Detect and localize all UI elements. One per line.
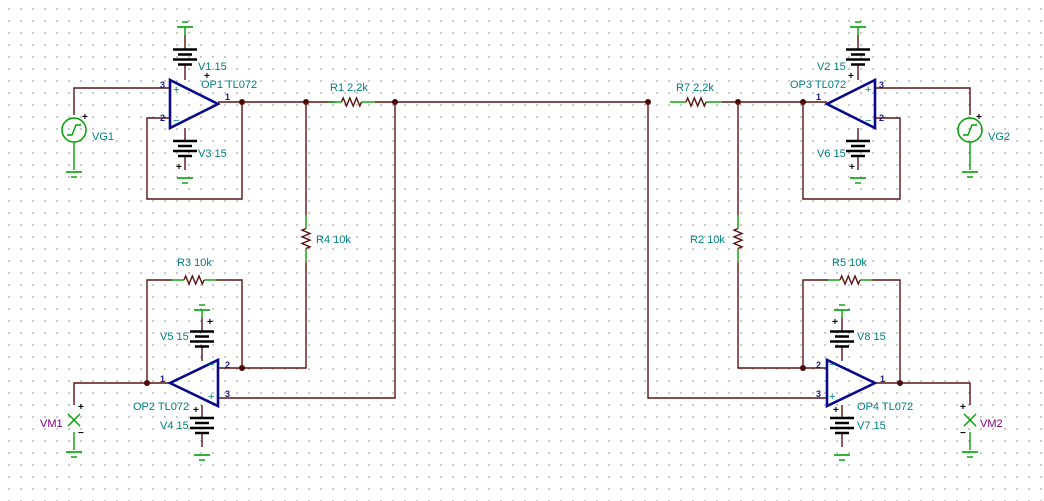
v7-plus: + <box>833 405 839 416</box>
label-r3: R3 10k <box>177 257 212 269</box>
wire[interactable] <box>875 87 971 115</box>
v1-plus: + <box>204 71 210 82</box>
op1-minus: − <box>173 115 179 127</box>
label-v5: V5 15 <box>160 331 189 343</box>
label-v8: V8 15 <box>857 331 886 343</box>
op4-pin2: 2 <box>816 360 821 370</box>
label-op2: OP2 TL072 <box>133 401 189 413</box>
vm1-voltmeter-icon <box>67 413 81 427</box>
vg2-step-icon <box>963 124 977 136</box>
wire[interactable] <box>73 382 170 405</box>
wire[interactable] <box>802 102 901 200</box>
wire[interactable] <box>218 102 396 399</box>
label-op4: OP4 TL072 <box>857 401 913 413</box>
label-vg2: VG2 <box>988 131 1010 143</box>
op4-pin1: 1 <box>880 374 885 384</box>
label-v7: V7 15 <box>857 420 886 432</box>
op4-plus: + <box>829 391 835 403</box>
op1-plus: + <box>173 84 179 96</box>
op3-pin1: 1 <box>816 92 821 102</box>
wire[interactable] <box>218 262 307 369</box>
op3-pin3: 3 <box>879 80 884 90</box>
op2-minus: − <box>208 359 214 371</box>
op2-opamp-icon[interactable] <box>166 357 220 409</box>
op3-minus: − <box>865 115 871 127</box>
label-r7: R7 2,2k <box>676 82 714 94</box>
wire[interactable] <box>802 279 828 368</box>
op4-minus: − <box>829 359 835 371</box>
vm1-minus: − <box>78 428 84 439</box>
wire[interactable] <box>73 87 170 115</box>
op1-pin2: 2 <box>160 113 165 123</box>
v5-plus: + <box>207 317 213 328</box>
vm2-voltmeter-icon <box>963 413 977 427</box>
op2-pin3: 3 <box>225 389 230 399</box>
op4-opamp-icon[interactable] <box>825 357 879 409</box>
r3[interactable] <box>183 274 205 286</box>
op3-plus: + <box>865 84 871 96</box>
r4[interactable] <box>300 227 312 250</box>
op2-pin1: 1 <box>160 374 165 384</box>
label-op3: OP3 TL072 <box>790 79 846 91</box>
v6-plus: + <box>849 162 855 173</box>
op1-pin3: 3 <box>160 80 165 90</box>
label-v4: V4 15 <box>160 420 189 432</box>
v8-plus: + <box>832 317 838 328</box>
label-v1: V1 15 <box>198 61 227 73</box>
vm1-plus: + <box>78 402 84 413</box>
label-vg1: VG1 <box>92 131 114 143</box>
op2-plus: + <box>208 391 214 403</box>
vg2-plus: + <box>976 112 982 123</box>
r2[interactable] <box>732 227 744 250</box>
r7[interactable] <box>685 96 707 108</box>
label-op1: OP1 TL072 <box>201 79 257 91</box>
op1-pin1: 1 <box>225 92 230 102</box>
wire[interactable] <box>872 279 901 383</box>
label-v6: V6 15 <box>817 148 846 160</box>
wire[interactable] <box>146 102 243 200</box>
label-r2: R2 10k <box>690 234 725 246</box>
junction-dot <box>239 99 245 105</box>
vm2-minus: − <box>960 428 966 439</box>
r1[interactable] <box>340 96 363 108</box>
label-v2: V2 15 <box>817 61 846 73</box>
v4-plus: + <box>193 405 199 416</box>
wire[interactable] <box>146 279 172 383</box>
vg1-plus: + <box>82 112 88 123</box>
r5[interactable] <box>839 274 861 286</box>
wire[interactable] <box>875 382 971 405</box>
v3-plus: + <box>176 162 182 173</box>
op1-opamp-icon[interactable] <box>168 77 221 131</box>
label-vm1: VM1 <box>40 418 63 430</box>
wire[interactable] <box>647 102 827 399</box>
label-r5: R5 10k <box>832 257 867 269</box>
op4-pin3: 3 <box>816 389 821 399</box>
op2-pin2: 2 <box>225 360 230 370</box>
wire[interactable] <box>216 279 243 368</box>
op3-pin2: 2 <box>879 113 884 123</box>
op3-opamp-icon[interactable] <box>824 77 877 131</box>
v2-plus: + <box>848 71 854 82</box>
vg1-step-icon <box>67 124 81 136</box>
vm2-plus: + <box>960 402 966 413</box>
wire[interactable] <box>737 262 827 369</box>
label-v3: V3 15 <box>198 148 227 160</box>
label-vm2: VM2 <box>980 418 1003 430</box>
label-r1: R1 2,2k <box>330 82 368 94</box>
label-r4: R4 10k <box>316 234 351 246</box>
